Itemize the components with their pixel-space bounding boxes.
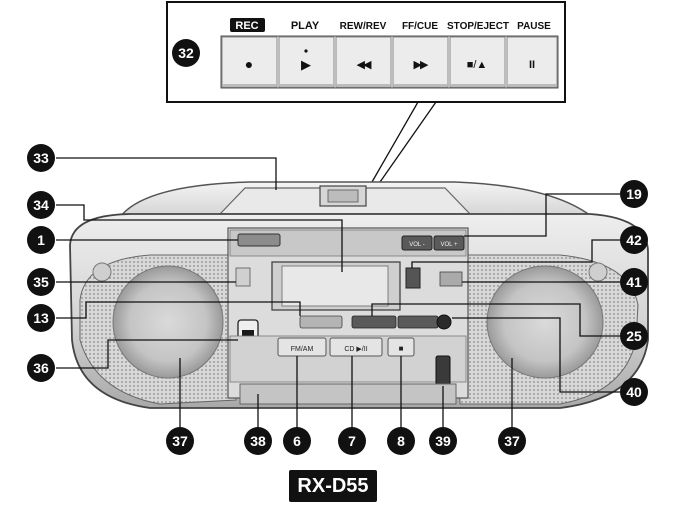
model-name-badge: RX-D55 (289, 470, 377, 502)
cassette-key-strip (220, 35, 559, 89)
pause-symbol-icon: II (529, 59, 535, 71)
stop-eject-symbol-icon: ■/▲ (467, 59, 488, 71)
callout-13: 13 (33, 310, 49, 326)
callout-38: 38 (250, 433, 266, 449)
rew-rev-key[interactable] (335, 36, 392, 88)
callout-37-left: 37 (172, 433, 188, 449)
right-speaker (486, 265, 604, 379)
callout-25: 25 (626, 328, 642, 344)
callout-36: 36 (33, 360, 49, 376)
callout-34: 34 (33, 197, 49, 213)
leader-lines (56, 157, 620, 428)
phones-jack[interactable] (436, 314, 452, 330)
pause-key[interactable] (506, 36, 558, 88)
stop-button-label: ■ (399, 344, 404, 353)
play-symbol-icon: ▶ (301, 57, 311, 72)
callout-32-circle (172, 39, 200, 67)
stop-eject-label: STOP/EJECT (447, 21, 509, 32)
cassette-control-panel: REC PLAY REW/REV FF/CUE STOP/EJECT PAUSE… (166, 1, 566, 183)
callout-8: 8 (397, 433, 405, 449)
callout-badges: 33 34 1 35 13 36 37 38 6 7 8 39 37 19 42… (27, 144, 648, 455)
callout-32: 32 (178, 45, 194, 61)
pause-label: PAUSE (517, 21, 551, 32)
stop-eject-key[interactable] (449, 36, 506, 88)
rec-label-badge (230, 18, 265, 32)
callout-19: 19 (626, 186, 642, 202)
power-button[interactable] (237, 233, 281, 247)
cd-play-pause-label: CD ▶/II (344, 346, 367, 353)
callout-1: 1 (37, 232, 45, 248)
remote-sensor (439, 271, 463, 287)
callout-40: 40 (626, 384, 642, 400)
rec-symbol-icon: ● (245, 56, 253, 72)
play-dot-icon (304, 49, 308, 53)
tuning-down-button[interactable] (351, 315, 397, 329)
rew-rev-label: REW/REV (340, 21, 387, 32)
callout-7: 7 (348, 433, 356, 449)
callout-39: 39 (435, 433, 451, 449)
rec-key[interactable] (221, 36, 278, 88)
tuning-mode-button[interactable] (299, 315, 343, 329)
callout-41: 41 (626, 274, 642, 290)
cd-play-pause-button[interactable] (329, 337, 383, 357)
aux-in-jack[interactable] (435, 355, 451, 387)
callout-42: 42 (626, 232, 642, 248)
volume-up-label: VOL + (441, 242, 458, 248)
rec-label: REC (235, 20, 258, 32)
tuning-up-button[interactable] (397, 315, 439, 329)
ff-cue-label: FF/CUE (402, 21, 438, 32)
bottom-door (239, 383, 457, 405)
callout-35: 35 (33, 274, 49, 290)
fm-am-label: FM/AM (291, 346, 314, 353)
volume-down-button[interactable] (401, 235, 433, 251)
play-key[interactable] (278, 36, 335, 88)
fm-am-button[interactable] (277, 337, 327, 357)
play-label: PLAY (291, 20, 320, 32)
volume-down-label: VOL - (409, 242, 424, 248)
callout-37-right: 37 (504, 433, 520, 449)
standby-indicator (405, 267, 421, 289)
boombox-body: VOL - VOL + FM/AM CD ▶/II ■ (69, 181, 649, 409)
volume-up-button[interactable] (433, 235, 465, 251)
bass-boost-button[interactable] (235, 267, 251, 287)
ff-cue-key[interactable] (392, 36, 449, 88)
left-speaker (112, 265, 224, 379)
callout-33: 33 (33, 150, 49, 166)
callout-6: 6 (293, 433, 301, 449)
